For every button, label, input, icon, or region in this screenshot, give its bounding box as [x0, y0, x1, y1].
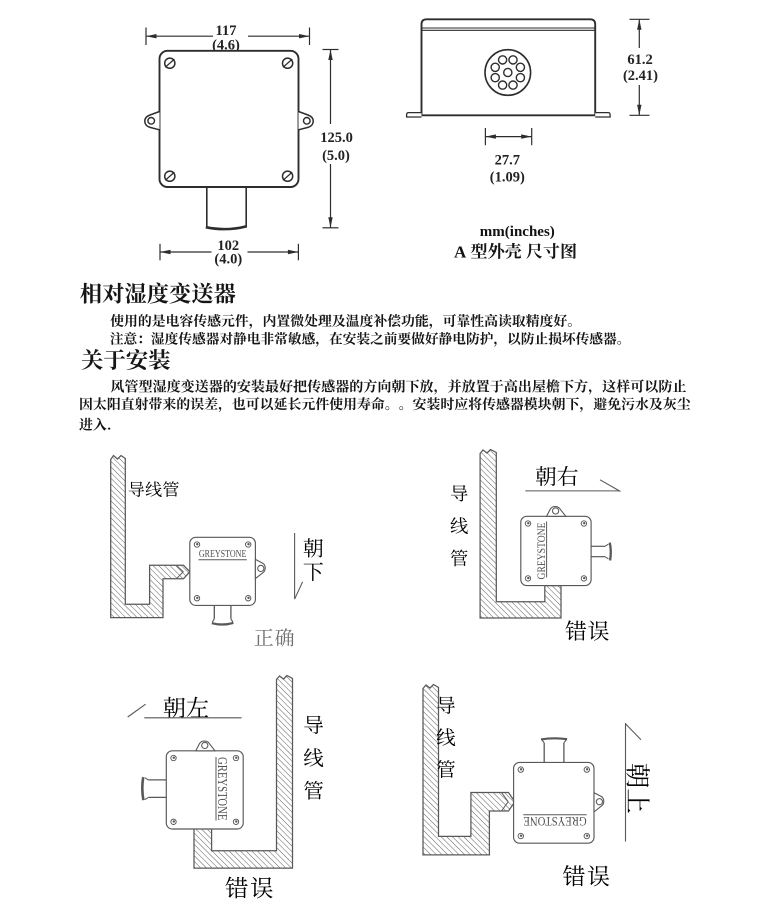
svg-text:102: 102: [217, 238, 239, 254]
svg-text:GREYSTONE: GREYSTONE: [215, 757, 230, 821]
svg-text:(4.6): (4.6): [212, 37, 240, 53]
svg-text:27.7: 27.7: [495, 153, 520, 169]
svg-text:61.2: 61.2: [627, 52, 652, 68]
svg-text:(4.0): (4.0): [214, 252, 242, 268]
svg-text:GREYSTONE: GREYSTONE: [523, 814, 586, 828]
svg-text:117: 117: [216, 23, 237, 39]
svg-text:GREYSTONE: GREYSTONE: [199, 548, 247, 560]
svg-text:GREYSTONE: GREYSTONE: [536, 523, 548, 580]
svg-text:(5.0): (5.0): [322, 148, 350, 164]
svg-text:A: A: [454, 242, 467, 261]
svg-text:(1.09): (1.09): [490, 170, 525, 186]
svg-text:mm(inches): mm(inches): [480, 224, 555, 240]
svg-text:(2.41): (2.41): [623, 68, 658, 84]
svg-text:125.0: 125.0: [320, 130, 353, 146]
